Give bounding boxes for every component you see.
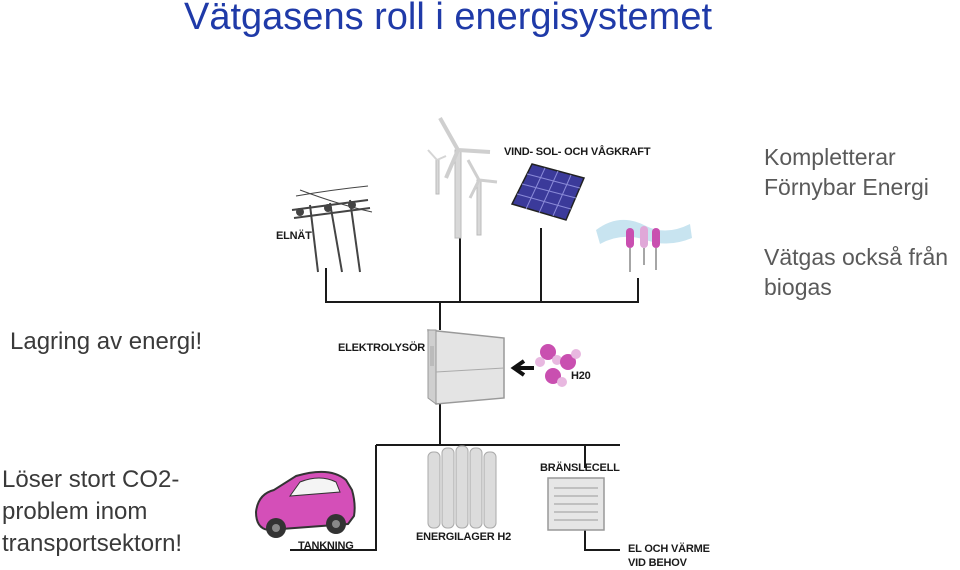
note-co2-line-1: Löser stort CO2- (2, 466, 180, 493)
note-biogas-line-2: biogas (764, 274, 832, 300)
label-heat-power-line-2: VID BEHOV (628, 557, 687, 569)
label-refuelling: TANKNING (298, 540, 354, 552)
label-storage: ENERGILAGER H2 (416, 531, 511, 543)
note-co2-line-2: problem inom (2, 498, 148, 525)
page-title: Vätgasens roll i energisystemet (184, 0, 713, 38)
power-pylon-icon (291, 185, 373, 273)
label-electrolyser: ELEKTROLYSÖR (338, 342, 426, 354)
label-fuel-cell: BRÄNSLECELL (540, 462, 620, 474)
note-co2-line-3: transportsektorn! (2, 530, 183, 557)
fuel-cell-icon (547, 477, 605, 531)
wave-power-icon (596, 219, 692, 272)
note-renewable-line-2: Förnybar Energi (764, 174, 929, 200)
note-biogas: Vätgas också från biogas (764, 242, 948, 302)
label-wind-solar-wave: VIND- SOL- OCH VÅGKRAFT (504, 146, 651, 158)
note-biogas-line-1: Vätgas också från (764, 244, 949, 270)
solar-panel-icon (510, 163, 586, 221)
gas-cylinders-icon (427, 445, 497, 529)
electrolyser-icon (427, 329, 505, 405)
label-h2o: H20 (571, 370, 591, 382)
note-co2: Löser stort CO2- problem inom transports… (2, 464, 182, 560)
note-renewable: Kompletterar Förnybar Energi (764, 142, 929, 202)
label-heat-power: EL OCH VÄRME VID BEHOV (628, 542, 710, 570)
wind-turbine-icon (427, 117, 498, 239)
note-renewable-line-1: Kompletterar (764, 144, 896, 170)
label-heat-power-line-1: EL OCH VÄRME (628, 543, 710, 555)
connector-lines (290, 228, 639, 551)
note-storage: Lagring av energi! (10, 328, 203, 355)
car-icon (254, 470, 356, 538)
water-molecule-icon (535, 344, 581, 387)
arrow-left-icon (510, 359, 534, 377)
label-grid: ELNÄT (276, 230, 312, 242)
